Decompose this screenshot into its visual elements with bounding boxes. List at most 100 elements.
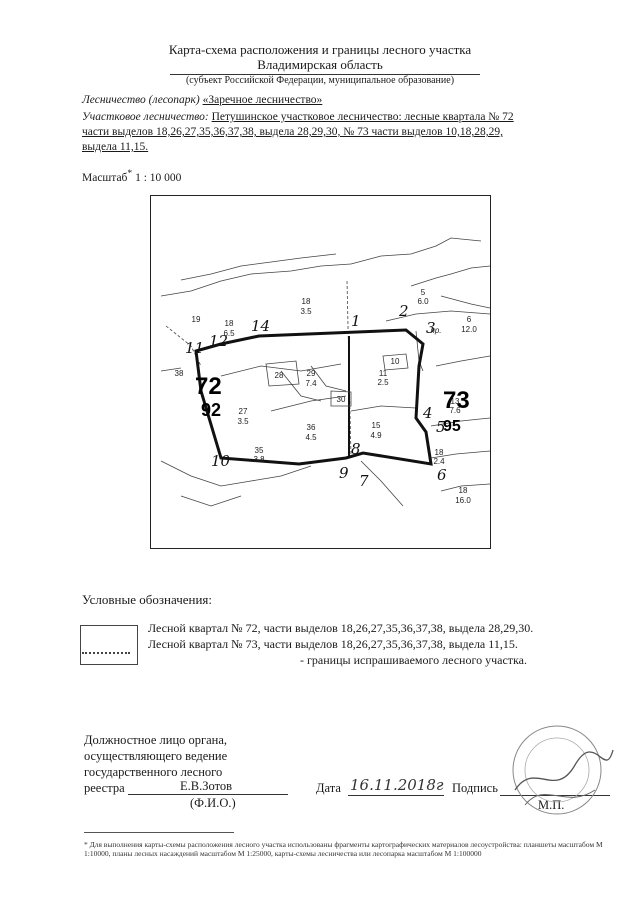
date-label: Дата: [316, 781, 341, 795]
plot-num: 6: [467, 315, 472, 324]
official-line3: государственного лесного: [84, 765, 223, 779]
scale-label: Масштаб: [82, 171, 128, 184]
point-2: 2: [398, 302, 409, 320]
scale-value: 1 : 10 000: [135, 171, 182, 184]
plot-area: 4.9: [370, 431, 382, 440]
contour-line: [430, 417, 491, 427]
point-8: 8: [351, 440, 361, 458]
region-underline: [170, 74, 480, 75]
subplot-28: [265, 360, 300, 387]
footnote-divider: [84, 832, 234, 833]
document-title: Карта-схема расположения и границы лесно…: [168, 42, 472, 57]
contour-line: [430, 450, 491, 459]
scale-row: Масштаб* 1 : 10 000: [82, 168, 182, 184]
legend-item-73: Лесной квартал № 73, части выделов 18,26…: [148, 637, 518, 651]
plot-num: 18: [302, 297, 311, 306]
contour-line: [270, 395, 347, 412]
plot-area: 3.5: [300, 307, 312, 316]
point-4: 4: [422, 404, 433, 422]
contour-line: [435, 355, 491, 367]
district-row: Участковое лесничество: Петушинское учас…: [82, 111, 514, 123]
date-underline: [348, 795, 444, 796]
contour-line: [310, 365, 347, 392]
pointer-line: [360, 460, 404, 507]
point-7: 7: [359, 472, 369, 490]
plot-area: 12.0: [461, 325, 477, 334]
point-12: 12: [209, 332, 228, 350]
plot-num: 13: [451, 397, 460, 406]
official-line4: реестра: [84, 781, 125, 795]
official-name: Е.В.Зотов: [180, 779, 233, 793]
plot-area: 2.4: [433, 457, 445, 466]
signature-label: Подпись: [452, 781, 498, 795]
contour-line: [410, 265, 491, 287]
plot-boundary: [194, 328, 433, 466]
plot-area: 6.5: [223, 329, 235, 338]
plot-num: 18: [225, 319, 234, 328]
plot-num: 29: [307, 369, 316, 378]
contour-line: [180, 495, 242, 507]
contour-line: [180, 253, 337, 281]
contour-line: [160, 263, 352, 297]
plot-area: 6.0: [417, 297, 429, 306]
plot-num: 11: [379, 369, 388, 378]
district-line2: части выделов 18,26,27,35,36,37,38, выде…: [82, 126, 503, 138]
signature-scribble: [514, 749, 614, 791]
official-stamp: [512, 725, 614, 815]
plot-num: 38: [175, 369, 184, 378]
plot-num: 5: [421, 288, 426, 297]
plot-num: 36: [307, 423, 316, 432]
plot-area: 3.8: [253, 455, 265, 464]
plot-area: 7.4: [305, 379, 317, 388]
point-3: 3: [426, 319, 436, 337]
point-6: 6: [437, 466, 447, 484]
contour-line: [160, 367, 182, 372]
point-11: 11: [185, 339, 204, 357]
point-9: 9: [339, 464, 349, 482]
district-line1: Петушинское участковое лесничество: лесн…: [211, 111, 514, 123]
forestry-value: «Заречное лесничество»: [202, 94, 323, 106]
legend-title: Условные обозначения:: [82, 592, 213, 607]
plot-num: 35: [255, 446, 264, 455]
plot-num: 18: [435, 448, 444, 457]
quarter-72-sub: 92: [201, 400, 221, 420]
region-name: Владимирская область: [257, 57, 383, 72]
contour-line: [440, 295, 491, 309]
quarter-73-sub: 95: [443, 418, 461, 435]
plot-area: 3.5: [237, 417, 249, 426]
contour-line: [385, 310, 491, 322]
legend-item-72: Лесной квартал № 72, части выделов 18,26…: [148, 621, 534, 635]
plot-num: 18: [459, 486, 468, 495]
subplot-30: [330, 390, 352, 407]
stamp-label: М.П.: [538, 798, 565, 812]
plot-area: 16.0: [455, 496, 471, 505]
plot-area: 7.6: [449, 406, 461, 415]
legend-item-boundary: - границы испрашиваемого лесного участка…: [300, 653, 527, 667]
forest-plot-map: 72 92 73 95 18 3.5 19 18 6.5 5 6.0 6 12.…: [160, 237, 491, 507]
legend-boundary-symbol: [82, 652, 130, 654]
point-1: 1: [351, 312, 361, 330]
forestry-row: Лесничество (лесопарк) «Заречное лесниче…: [82, 94, 322, 106]
district-line3: выдела 11,15.: [82, 141, 149, 153]
contour-line: [280, 370, 322, 402]
plot-num: 19: [192, 315, 201, 324]
contour-line: [350, 237, 482, 265]
subject-note: (субъект Российской Федерации, муниципал…: [185, 75, 455, 86]
point-5: 5: [436, 418, 446, 436]
official-line2: осуществляющего ведение: [84, 749, 228, 763]
stream-label: пр.: [430, 326, 441, 335]
contour-line: [160, 460, 312, 487]
plot-area: 4.5: [305, 433, 317, 442]
footnote: * Для выполнения карты-схемы расположени…: [84, 840, 603, 858]
plot-area: 2.5: [377, 378, 389, 387]
legend-symbol-box: [80, 625, 138, 665]
plot-num: 10: [391, 357, 400, 366]
plot-num: 30: [337, 395, 346, 404]
contour-line: [350, 405, 417, 412]
district-label: Участковое лесничество:: [82, 111, 209, 123]
contour-line: [220, 363, 342, 377]
plot-num: 27: [239, 407, 248, 416]
contour-line: [440, 483, 491, 492]
plot-num: 15: [372, 421, 381, 430]
date-value: 16.11.2018г: [350, 776, 444, 794]
